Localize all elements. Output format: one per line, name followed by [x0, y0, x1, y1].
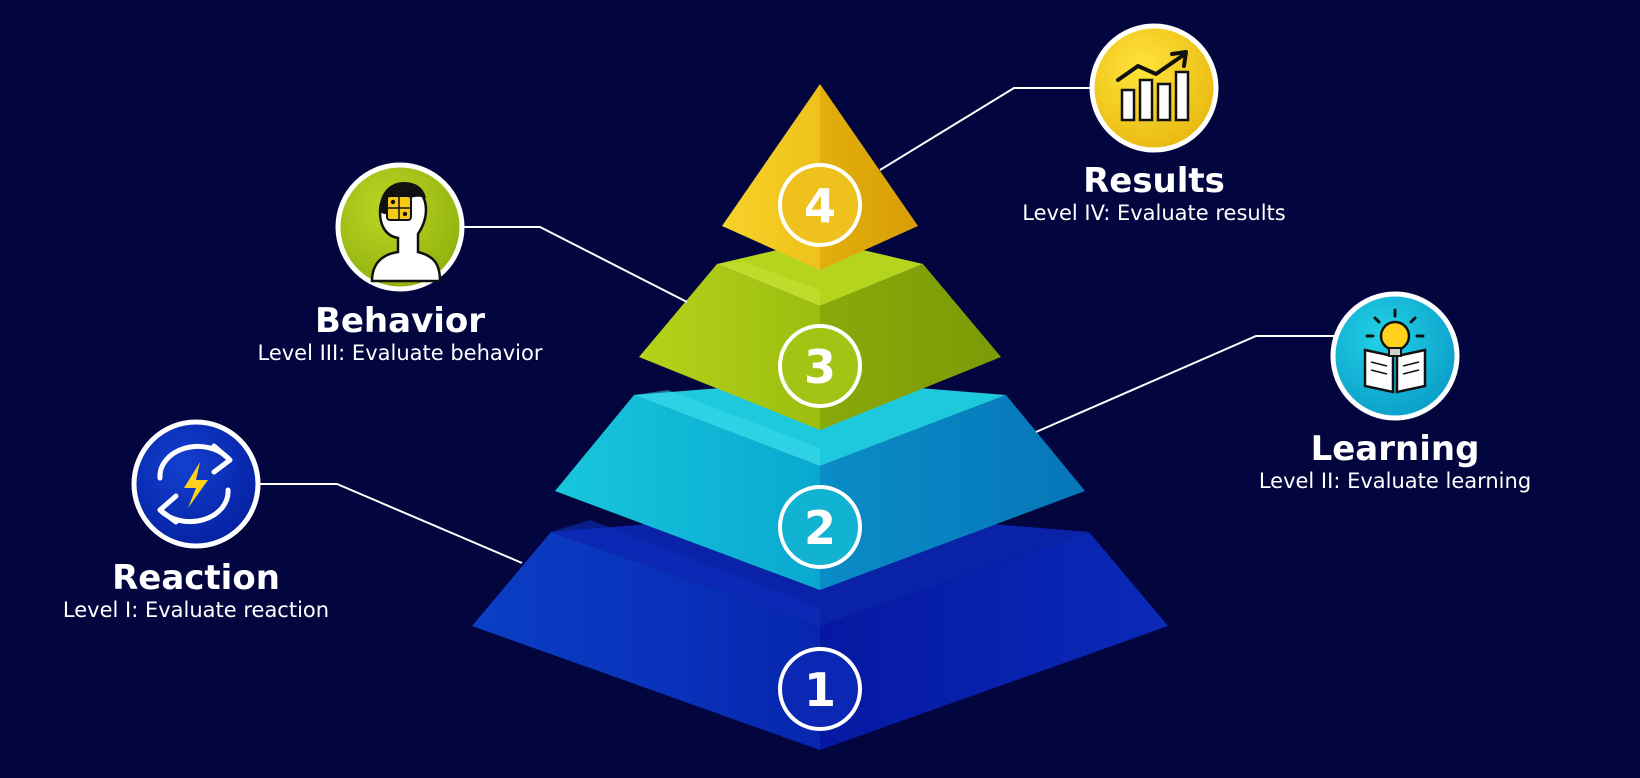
callout-learning: Learning Level II: Evaluate learning — [1259, 291, 1531, 493]
level-number-3: 3 — [804, 340, 836, 394]
growth-chart-icon — [1116, 50, 1190, 122]
pyramid-level-2 — [555, 380, 1085, 590]
behavior-title: Behavior — [315, 301, 485, 341]
lightbulb-book-icon — [1363, 308, 1427, 394]
head-puzzle-icon — [370, 182, 442, 283]
reaction-subtitle: Level I: Evaluate reaction — [63, 598, 329, 622]
leader-line-results — [879, 87, 1092, 171]
behavior-subtitle: Level III: Evaluate behavior — [257, 341, 542, 365]
level-number-badge-3: 3 — [778, 324, 862, 408]
level-number-1: 1 — [804, 663, 836, 717]
leader-line-behavior — [462, 226, 688, 303]
leader-line-reaction — [258, 483, 523, 564]
pyramid-level-3 — [639, 240, 1001, 430]
level-number-badge-2: 2 — [778, 485, 862, 569]
callout-results: Results Level IV: Evaluate results — [1022, 23, 1286, 225]
learning-subtitle: Level II: Evaluate learning — [1259, 469, 1531, 493]
callout-reaction: Reaction Level I: Evaluate reaction — [63, 419, 329, 622]
results-title: Results — [1083, 161, 1225, 201]
callout-behavior: Behavior Level III: Evaluate behavior — [257, 162, 543, 365]
level-number-badge-4: 4 — [778, 163, 862, 247]
refresh-bolt-icon — [157, 443, 233, 525]
leader-line-learning — [1035, 335, 1334, 433]
level-number-4: 4 — [804, 179, 836, 233]
level-number-badge-1: 1 — [778, 647, 862, 731]
learning-title: Learning — [1311, 429, 1480, 469]
results-subtitle: Level IV: Evaluate results — [1022, 201, 1285, 225]
level-number-2: 2 — [804, 501, 836, 555]
reaction-title: Reaction — [112, 558, 280, 598]
